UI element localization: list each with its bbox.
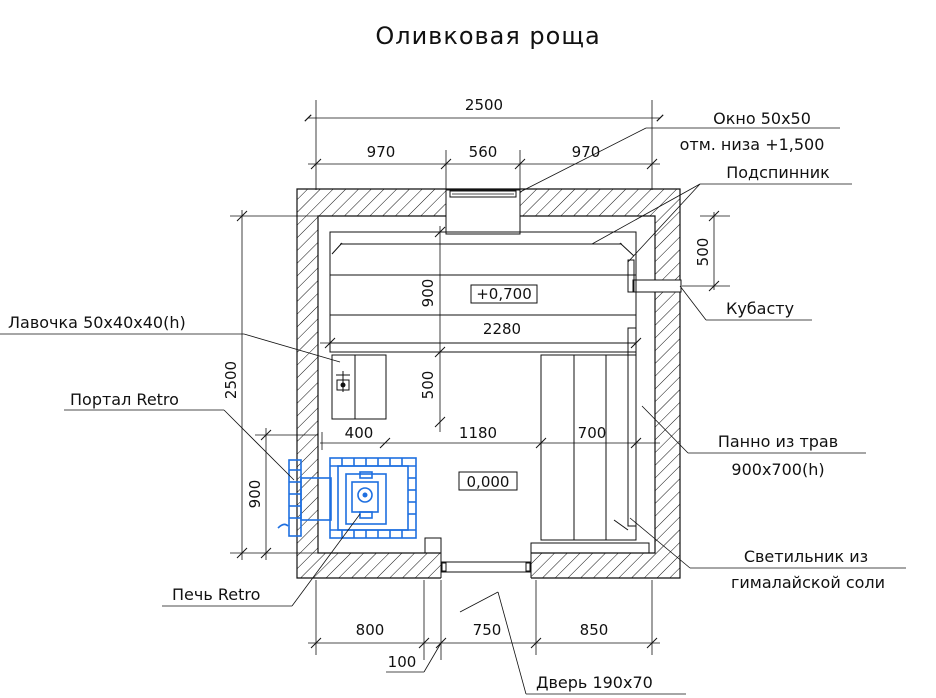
dim-bench-900: 900 — [419, 279, 437, 308]
callout-panel-1: Панно из трав — [718, 432, 838, 451]
dim-top — [304, 100, 664, 190]
lower-boards — [540, 327, 637, 541]
callout-stove: Печь Retro — [172, 585, 260, 604]
callout-door: Дверь 190х70 — [536, 673, 653, 692]
outer-walls — [296, 188, 681, 579]
dim-mid — [320, 226, 660, 450]
floor-level: 0,000 — [467, 473, 510, 491]
dim-total-height: 2500 — [222, 361, 240, 399]
callout-window-2: отм. низа +1,500 — [680, 135, 825, 154]
dim-bench-2280: 2280 — [483, 320, 521, 338]
callout-light-1: Светильник из — [744, 547, 868, 566]
plan-title: Оливковая роща — [375, 22, 600, 50]
dim-bottom-100: 100 — [388, 653, 417, 671]
dim-panel-700: 700 — [578, 424, 607, 442]
stove-retro — [277, 457, 417, 539]
small-bench — [331, 354, 387, 420]
dim-right-970: 970 — [572, 143, 601, 161]
dim-bottom-800: 800 — [356, 621, 385, 639]
dim-stove-400: 400 — [345, 424, 374, 442]
dim-left-970: 970 — [367, 143, 396, 161]
door-leaf — [440, 561, 532, 573]
kubastu-vent — [632, 279, 682, 293]
dim-bottom — [308, 580, 660, 673]
bench-level: +0,700 — [476, 285, 532, 303]
dim-bottom-750: 750 — [473, 621, 502, 639]
dim-window-560: 560 — [469, 143, 498, 161]
dim-right-500: 500 — [694, 238, 712, 267]
dim-bottom-850: 850 — [580, 621, 609, 639]
callout-panel-2: 900х700(h) — [731, 460, 824, 479]
dim-stove-900: 900 — [246, 480, 264, 509]
callout-portal: Портал Retro — [70, 390, 179, 409]
dim-left — [230, 210, 318, 560]
callout-lavochka: Лавочка 50х40х40(h) — [8, 313, 186, 332]
dim-1180: 1180 — [459, 424, 497, 442]
dim-mid-500: 500 — [419, 371, 437, 400]
callout-light-2: гималайской соли — [731, 573, 885, 592]
callout-window-1: Окно 50х50 — [713, 109, 811, 128]
callout-podspinnik: Подспинник — [726, 163, 830, 182]
dim-right — [682, 210, 730, 292]
callout-kubastu: Кубасту — [726, 299, 794, 318]
dim-total-width: 2500 — [465, 96, 503, 114]
